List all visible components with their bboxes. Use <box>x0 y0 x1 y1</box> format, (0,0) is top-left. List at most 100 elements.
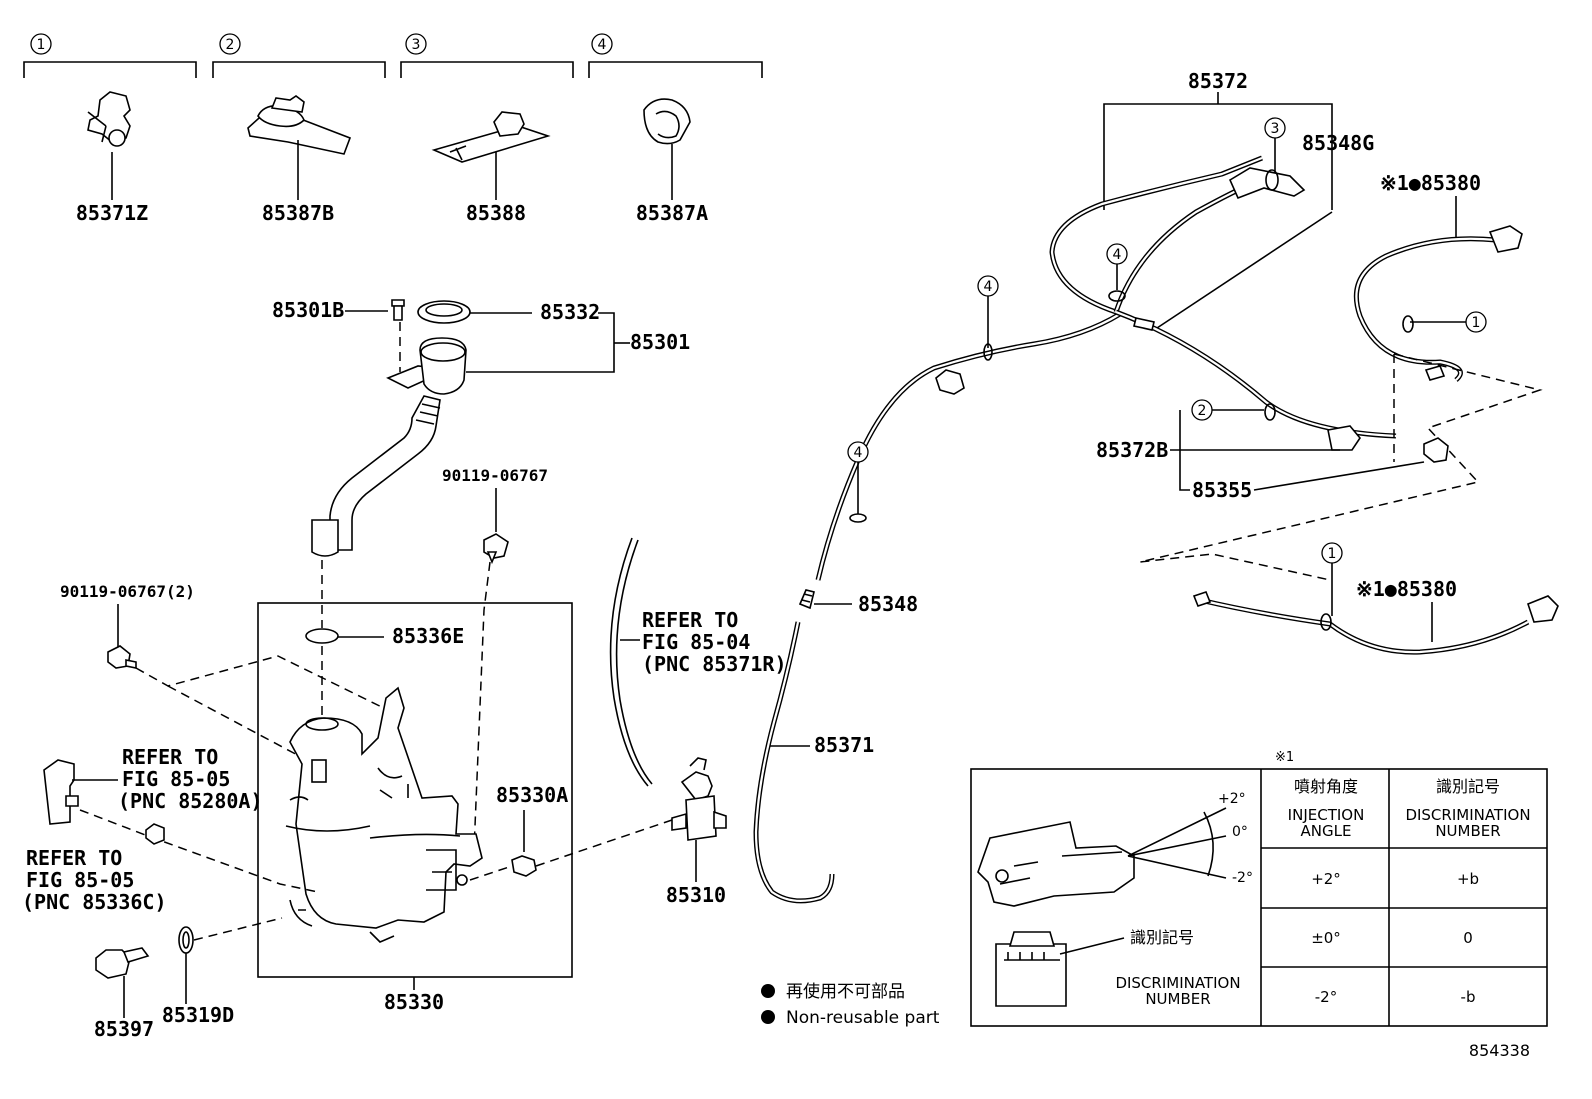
legend-en: Non-reusable part <box>786 1008 940 1028</box>
header-angle-en-2: ANGLE <box>1301 822 1352 840</box>
clip-85387a-icon <box>643 98 691 145</box>
refer1-line1: REFER TO <box>122 745 218 769</box>
label-85348: 85348 <box>858 592 918 616</box>
angle-mid: 0° <box>1232 824 1248 840</box>
angle-top: +2° <box>1218 791 1246 807</box>
motor-85280a-icon <box>43 759 79 825</box>
harness-85380-upper-icon <box>1353 225 1523 382</box>
washer-tank-85330-icon <box>285 686 483 943</box>
label-85330a: 85330A <box>496 783 568 807</box>
svg-text:4: 4 <box>984 279 993 295</box>
refer3-line2: FIG 85-04 <box>642 630 750 654</box>
svg-text:4: 4 <box>1113 247 1122 263</box>
refer2-line3: (PNC 85336C) <box>22 890 167 914</box>
figure-id: 854338 <box>1469 1041 1530 1060</box>
clip-group-2: 2 85387B <box>212 33 386 225</box>
grommet-85336c-icon <box>145 823 165 845</box>
header-angle-jp: 噴射角度 <box>1294 777 1358 796</box>
bolt-85301b-icon <box>391 299 405 321</box>
refer1-line2: FIG 85-05 <box>122 767 230 791</box>
refer1-line3: (PNC 85280A) <box>118 789 263 813</box>
filler-pipe-85301-icon <box>311 337 467 557</box>
cap-85332-icon <box>417 300 471 324</box>
joint-85348-icon <box>798 589 815 610</box>
legend-jp: 再使用不可部品 <box>786 981 905 1002</box>
label-85355: 85355 <box>1192 478 1252 502</box>
clip-group-2-part: 85387B <box>262 201 334 225</box>
refer3-line1: REFER TO <box>642 608 738 632</box>
clip-85387b-icon <box>247 95 352 155</box>
tank-box <box>257 602 573 978</box>
clip-group-3-number: 3 <box>412 37 421 53</box>
label-85301b: 85301B <box>272 298 344 322</box>
row3-disc: -b <box>1461 988 1476 1006</box>
header-disc-en-1: DISCRIMINATION <box>1405 806 1530 824</box>
bolt-90119-upper-icon <box>483 533 509 565</box>
hose-85371-icon <box>753 621 835 904</box>
refer2-line1: REFER TO <box>26 846 122 870</box>
svg-text:4: 4 <box>854 445 863 461</box>
sensor-85397-icon <box>95 947 150 979</box>
label-85380-lower: ※1●85380 <box>1356 577 1457 601</box>
label-85348g: 85348G <box>1302 131 1374 155</box>
row2-disc: 0 <box>1463 929 1473 947</box>
callout-3: 3 <box>1264 117 1286 178</box>
svg-text:2: 2 <box>1198 403 1207 419</box>
row1-angle: +2° <box>1311 870 1341 888</box>
nozzle-85355-icon <box>1423 437 1449 463</box>
callout-2: 2 <box>1191 399 1276 421</box>
clip-group-1-part: 85371Z <box>76 201 148 225</box>
table-note: ※1 <box>1275 750 1294 765</box>
label-85371: 85371 <box>814 733 874 757</box>
legend-bullet-1 <box>761 984 775 998</box>
svg-text:1: 1 <box>1472 315 1481 331</box>
callout-4b: 4 <box>977 275 999 361</box>
clip-group-1: 1 85371Z <box>23 33 197 225</box>
mark-en-2: NUMBER <box>1145 990 1210 1008</box>
row3-angle: -2° <box>1315 988 1337 1006</box>
label-85330: 85330 <box>384 990 444 1014</box>
seal-85319d-icon <box>178 926 194 954</box>
refer3-line3: (PNC 85371R) <box>642 652 787 676</box>
label-85319d: 85319D <box>162 1003 234 1027</box>
callout-4a: 4 <box>847 441 869 523</box>
label-85372b: 85372B <box>1096 438 1168 462</box>
label-90119-06767: 90119-06767 <box>442 466 548 485</box>
header-disc-en-2: NUMBER <box>1435 822 1500 840</box>
label-85301: 85301 <box>630 330 690 354</box>
label-90119-06767-2: 90119-06767(2) <box>60 582 195 601</box>
hose-upper-icon <box>815 311 1122 581</box>
header-angle-en-1: INJECTION <box>1288 806 1365 824</box>
label-85372: 85372 <box>1188 69 1248 93</box>
angle-bot: -2° <box>1232 870 1253 886</box>
mark-jp: 識別記号 <box>1130 928 1194 947</box>
harness-85372-icon <box>1049 155 1397 451</box>
svg-text:3: 3 <box>1271 121 1280 137</box>
clip-group-1-number: 1 <box>37 37 46 53</box>
injection-table: 噴射角度 INJECTION ANGLE 識別記号 DISCRIMINATION… <box>970 768 1548 1027</box>
svg-text:1: 1 <box>1328 546 1337 562</box>
grommet-85330a-icon <box>511 855 537 877</box>
clip-group-3: 3 85388 <box>400 33 574 225</box>
label-85380-upper: ※1●85380 <box>1380 171 1481 195</box>
clip-group-2-number: 2 <box>226 37 235 53</box>
header-disc-jp: 識別記号 <box>1436 777 1500 796</box>
label-85332: 85332 <box>540 300 600 324</box>
connector-mark-icon <box>995 931 1125 1007</box>
bolt-90119-left-icon <box>107 645 137 669</box>
nozzle-angle-icon <box>977 807 1227 907</box>
callout-4c: 4 <box>1106 243 1128 302</box>
grommet-85336e-icon <box>305 628 339 644</box>
clip-85371z-icon <box>87 91 131 147</box>
label-85336e: 85336E <box>392 624 464 648</box>
clip-group-3-part: 85388 <box>466 201 526 225</box>
callout-1a: 1 <box>1402 311 1487 333</box>
callout-1b: 1 <box>1320 542 1343 631</box>
pump-85310-icon <box>671 757 727 841</box>
label-85310: 85310 <box>666 883 726 907</box>
row1-disc: +b <box>1457 870 1479 888</box>
refer2-line2: FIG 85-05 <box>26 868 134 892</box>
legend-bullet-2 <box>761 1010 775 1024</box>
clip-85388-icon <box>431 111 551 163</box>
